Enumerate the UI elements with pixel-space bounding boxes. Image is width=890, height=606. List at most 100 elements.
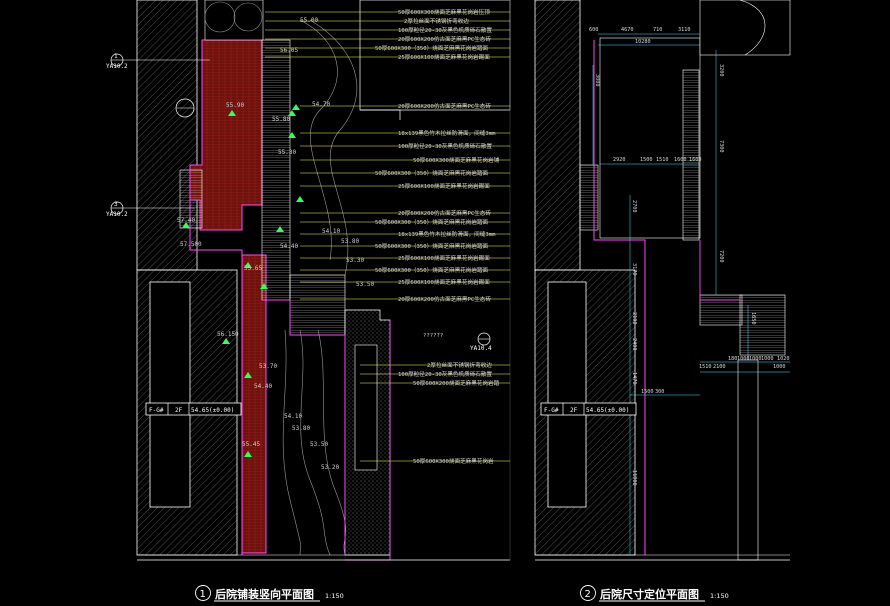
plan-1-title-text: 后院铺装竖向平面图	[215, 587, 314, 601]
note-top-5: 50厚600X300（350）烧面芝麻黑花岗岩踏面	[375, 44, 489, 52]
section-callout-ya104[interactable]: YA10.4	[470, 332, 492, 352]
elev-label: 53.70	[259, 363, 277, 370]
elev-label: 53.50	[356, 281, 374, 288]
dim-label: 1000	[761, 356, 774, 362]
plan-2-linework	[534, 0, 791, 561]
floor-tag-floor: 2F	[175, 407, 183, 414]
dim-label: 1510	[699, 364, 712, 370]
dim-label: 3170	[631, 263, 637, 276]
plan-1-floor-tag: F-G# 2F 54.65(±0.00)	[145, 402, 242, 416]
note-mid-4: 50厚600X300烧面芝麻黑花岗岩铺	[413, 156, 500, 164]
plan-1-material-notes: 50厚600X300烧面芝麻黑花岗岩压顶 2厚拉丝面不锈钢折弯收边 100厚粒径…	[375, 8, 500, 465]
floor-tag-floor: 2F	[570, 407, 578, 414]
section-callout-3[interactable]: 3 YA10.2	[106, 201, 195, 218]
note-low-2: 50厚600X300（350）烧面芝麻黑花岗岩踏面	[375, 218, 489, 226]
elev-label: 55.30	[278, 149, 296, 156]
dim-label: 1470	[631, 372, 637, 385]
dim-label: 2700	[631, 200, 637, 213]
detail-callout-circle[interactable]	[175, 98, 195, 118]
note-low-4: 50厚600X300（350）烧面芝麻黑花岗岩踏面	[375, 242, 489, 250]
dim-label: 10280	[635, 39, 651, 45]
elev-label: 53.30	[346, 257, 364, 264]
dim-label: 1000	[749, 356, 762, 362]
plan-2-dimensions: 600 4670 710 3110 10280 2920 1500 1510 1…	[589, 27, 790, 486]
dim-label: 1000	[773, 364, 786, 370]
dim-label: 2100	[631, 312, 637, 325]
elev-label: 56.05	[280, 47, 298, 54]
section-callout-1-sheet: YA10.2	[106, 63, 128, 70]
note-unknown: ??????	[423, 333, 443, 339]
note-top-2: 2厚拉丝面不锈钢折弯收边	[404, 17, 469, 25]
dim-label: 1000	[737, 356, 750, 362]
section-callout-ya104-sheet: YA10.4	[470, 345, 492, 352]
elev-label: 53.50	[310, 441, 328, 448]
plan-1-elevation-labels: 55.00 56.05 54.70 55.80 55.30 54.10 53.8…	[177, 17, 374, 471]
note-mid-5: 50厚600X300（350）烧面芝麻黑花岗岩踏面	[375, 169, 489, 177]
note-bottom-2: 100厚粒径20-30灰黑色机质砾石散置	[398, 370, 492, 378]
elev-label: 55.00	[300, 17, 318, 24]
plan-2-title-scale: 1:150	[710, 592, 729, 600]
dim-label: 4670	[621, 27, 634, 33]
dim-label: 180	[728, 356, 737, 362]
dim-label: 3200	[718, 64, 724, 77]
elev-label: 54.40	[280, 243, 298, 250]
dim-label: 1510	[656, 157, 669, 163]
floor-tag-zone: F-G#	[544, 407, 559, 414]
note-low-5: 25厚600X100烧面芝麻黑花岗岩踢面	[398, 254, 490, 262]
note-mid-1: 20厚600X200仿古面芝麻黑PC生态砖	[398, 102, 491, 110]
section-callout-3-number: 3	[114, 201, 118, 208]
floor-tag-level: 54.65(±0.00)	[191, 407, 234, 414]
elev-label: 56.150	[217, 331, 239, 338]
dim-label: 2100	[713, 364, 726, 370]
dim-label: 1020	[777, 356, 790, 362]
dim-label: 300	[655, 389, 664, 395]
note-base: 50厚600X300烧面芝麻黑花岗岩	[413, 457, 494, 465]
plan-2-title: 2 后院尺寸定位平面图 1:150	[580, 585, 729, 602]
elev-label: 53.80	[341, 238, 359, 245]
elev-label: 55.80	[272, 116, 290, 123]
floor-tag-level: 54.65(±0.00)	[586, 407, 629, 414]
plan-1-title-scale: 1:150	[325, 592, 344, 600]
elev-label: 57.500	[180, 241, 202, 248]
section-callout-3-sheet: YA10.2	[106, 211, 128, 218]
note-low-1: 20厚600X200仿古面芝麻黑PC生态砖	[398, 209, 491, 217]
elev-label: 54.10	[284, 413, 302, 420]
elev-label: 54.70	[312, 101, 330, 108]
section-callout-1-number: 1	[114, 53, 118, 60]
note-top-1: 50厚600X300烧面芝麻黑花岗岩压顶	[398, 8, 490, 16]
plan-1-title-number: 1	[200, 589, 206, 600]
note-low-8: 20厚600X200仿古面芝麻黑PC生态砖	[398, 295, 491, 303]
section-callout-1[interactable]: 1 YA10.2	[106, 53, 210, 70]
dim-label: 1500	[640, 157, 653, 163]
note-top-4: 20厚600X200仿古面芝麻黑PC生态砖	[398, 35, 491, 43]
dim-label: 710	[653, 27, 662, 33]
elev-label: 53.80	[292, 425, 310, 432]
elev-label: 55.45	[242, 441, 260, 448]
dim-label: 3110	[678, 27, 691, 33]
plan-1-title: 1 后院铺装竖向平面图 1:150	[195, 585, 344, 602]
plan-2-title-text: 后院尺寸定位平面图	[600, 587, 699, 601]
note-low-3: 18x139黑色竹木拉丝防滑面，间缝3mm	[398, 230, 496, 238]
note-mid-6: 25厚600X100烧面芝麻黑花岗岩踢面	[398, 182, 490, 190]
dim-label: 1600	[689, 157, 702, 163]
dim-label: 2400	[631, 338, 637, 351]
note-top-6: 25厚600X100烧面芝麻黑花岗岩踢面	[398, 53, 490, 61]
dim-label: 3000	[594, 74, 600, 87]
note-low-7: 25厚600X100烧面芝麻黑花岗岩踢面	[398, 278, 490, 286]
note-low-6: 50厚600X300（350）烧面芝麻黑花岗岩踏面	[375, 266, 489, 274]
plan-2-title-number: 2	[585, 589, 591, 600]
dim-label: 2920	[613, 157, 626, 163]
plan-2-floor-tag: F-G# 2F 54.65(±0.00)	[540, 402, 637, 416]
elev-label: 55.90	[226, 102, 244, 109]
elev-label: 55.65	[244, 265, 262, 272]
dim-label: 1500	[641, 389, 654, 395]
note-top-3: 100厚粒径20-30灰黑色机质砾石散置	[398, 26, 492, 34]
elev-label: 54.40	[254, 383, 272, 390]
dim-label: 11900	[631, 470, 637, 486]
dim-label: 1650	[750, 312, 756, 325]
elev-label: 54.10	[322, 228, 340, 235]
dim-label: 7300	[718, 140, 724, 153]
dim-label: 7200	[718, 250, 724, 263]
